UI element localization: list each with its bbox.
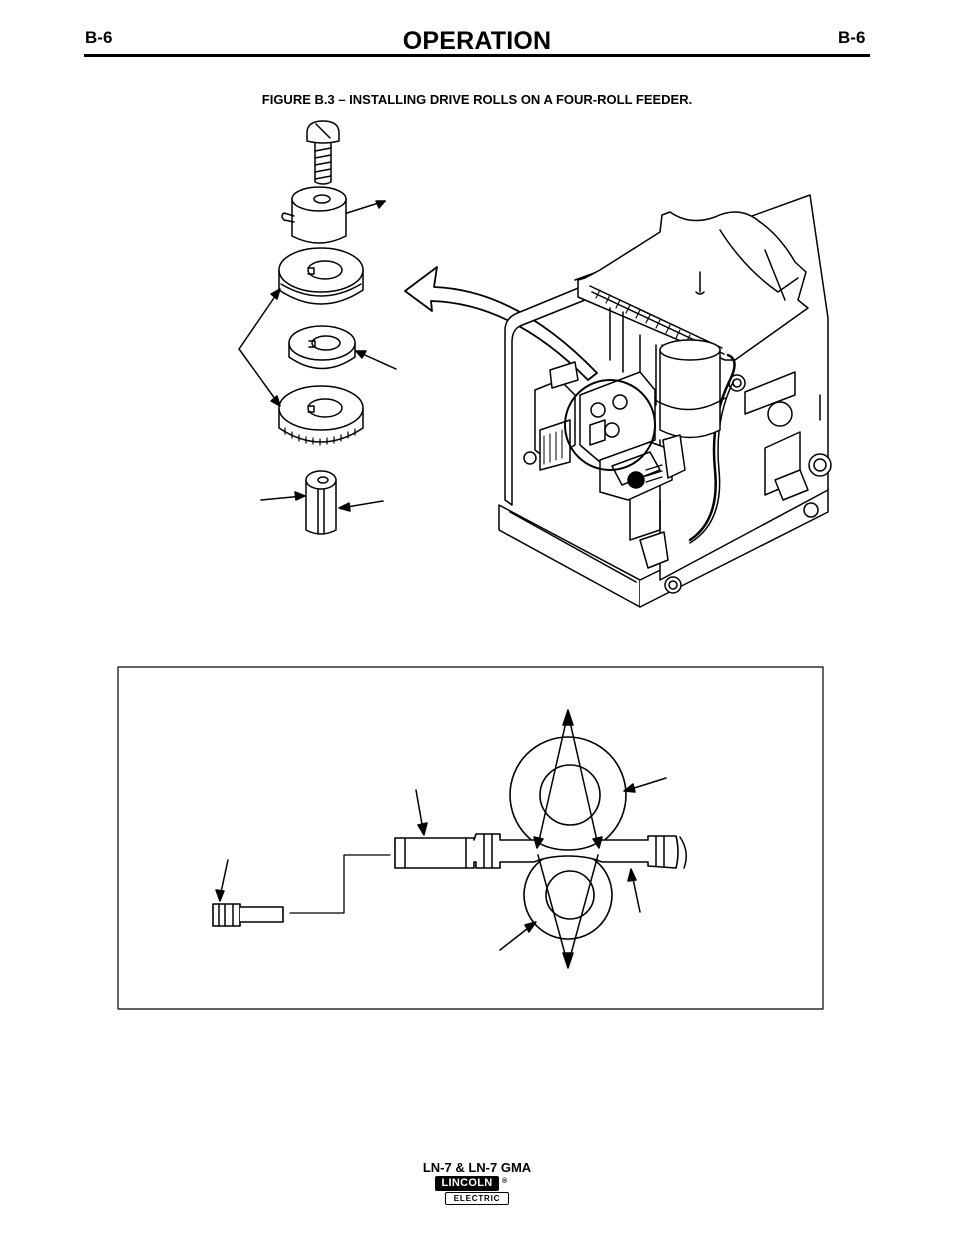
section-title: OPERATION	[402, 27, 552, 55]
logo-bottom-text: ELECTRIC	[445, 1192, 509, 1205]
lower-drive-roll-icon	[523, 850, 613, 940]
exploded-parts-stack	[238, 120, 397, 535]
footer-model-name: LN-7 & LN-7 GMA	[422, 1160, 532, 1175]
upper-drive-roll-icon	[509, 736, 627, 854]
split-bushing-icon	[260, 470, 384, 535]
lincoln-electric-logo: LINCOLN ® ELECTRIC	[433, 1176, 513, 1205]
drive-roll-top-icon	[278, 247, 364, 305]
explode-arrow	[404, 266, 598, 381]
collar-icon	[281, 186, 386, 244]
spacer-washer-icon	[288, 325, 397, 370]
page-code-right: B-6	[838, 28, 866, 47]
header-rule	[84, 54, 870, 57]
wire-feeder-unit	[498, 194, 832, 608]
logo-registered-mark: ®	[502, 1178, 508, 1185]
roll-alignment-detail	[117, 666, 824, 1010]
page-code-left: B-6	[85, 28, 113, 47]
logo-top-text: LINCOLN	[435, 1176, 499, 1191]
drive-roll-pointer	[238, 288, 281, 407]
drive-roll-bottom-icon	[278, 385, 364, 446]
figure-caption: FIGURE B.3 – INSTALLING DRIVE ROLLS ON A…	[261, 92, 693, 107]
screw-icon	[306, 120, 340, 185]
